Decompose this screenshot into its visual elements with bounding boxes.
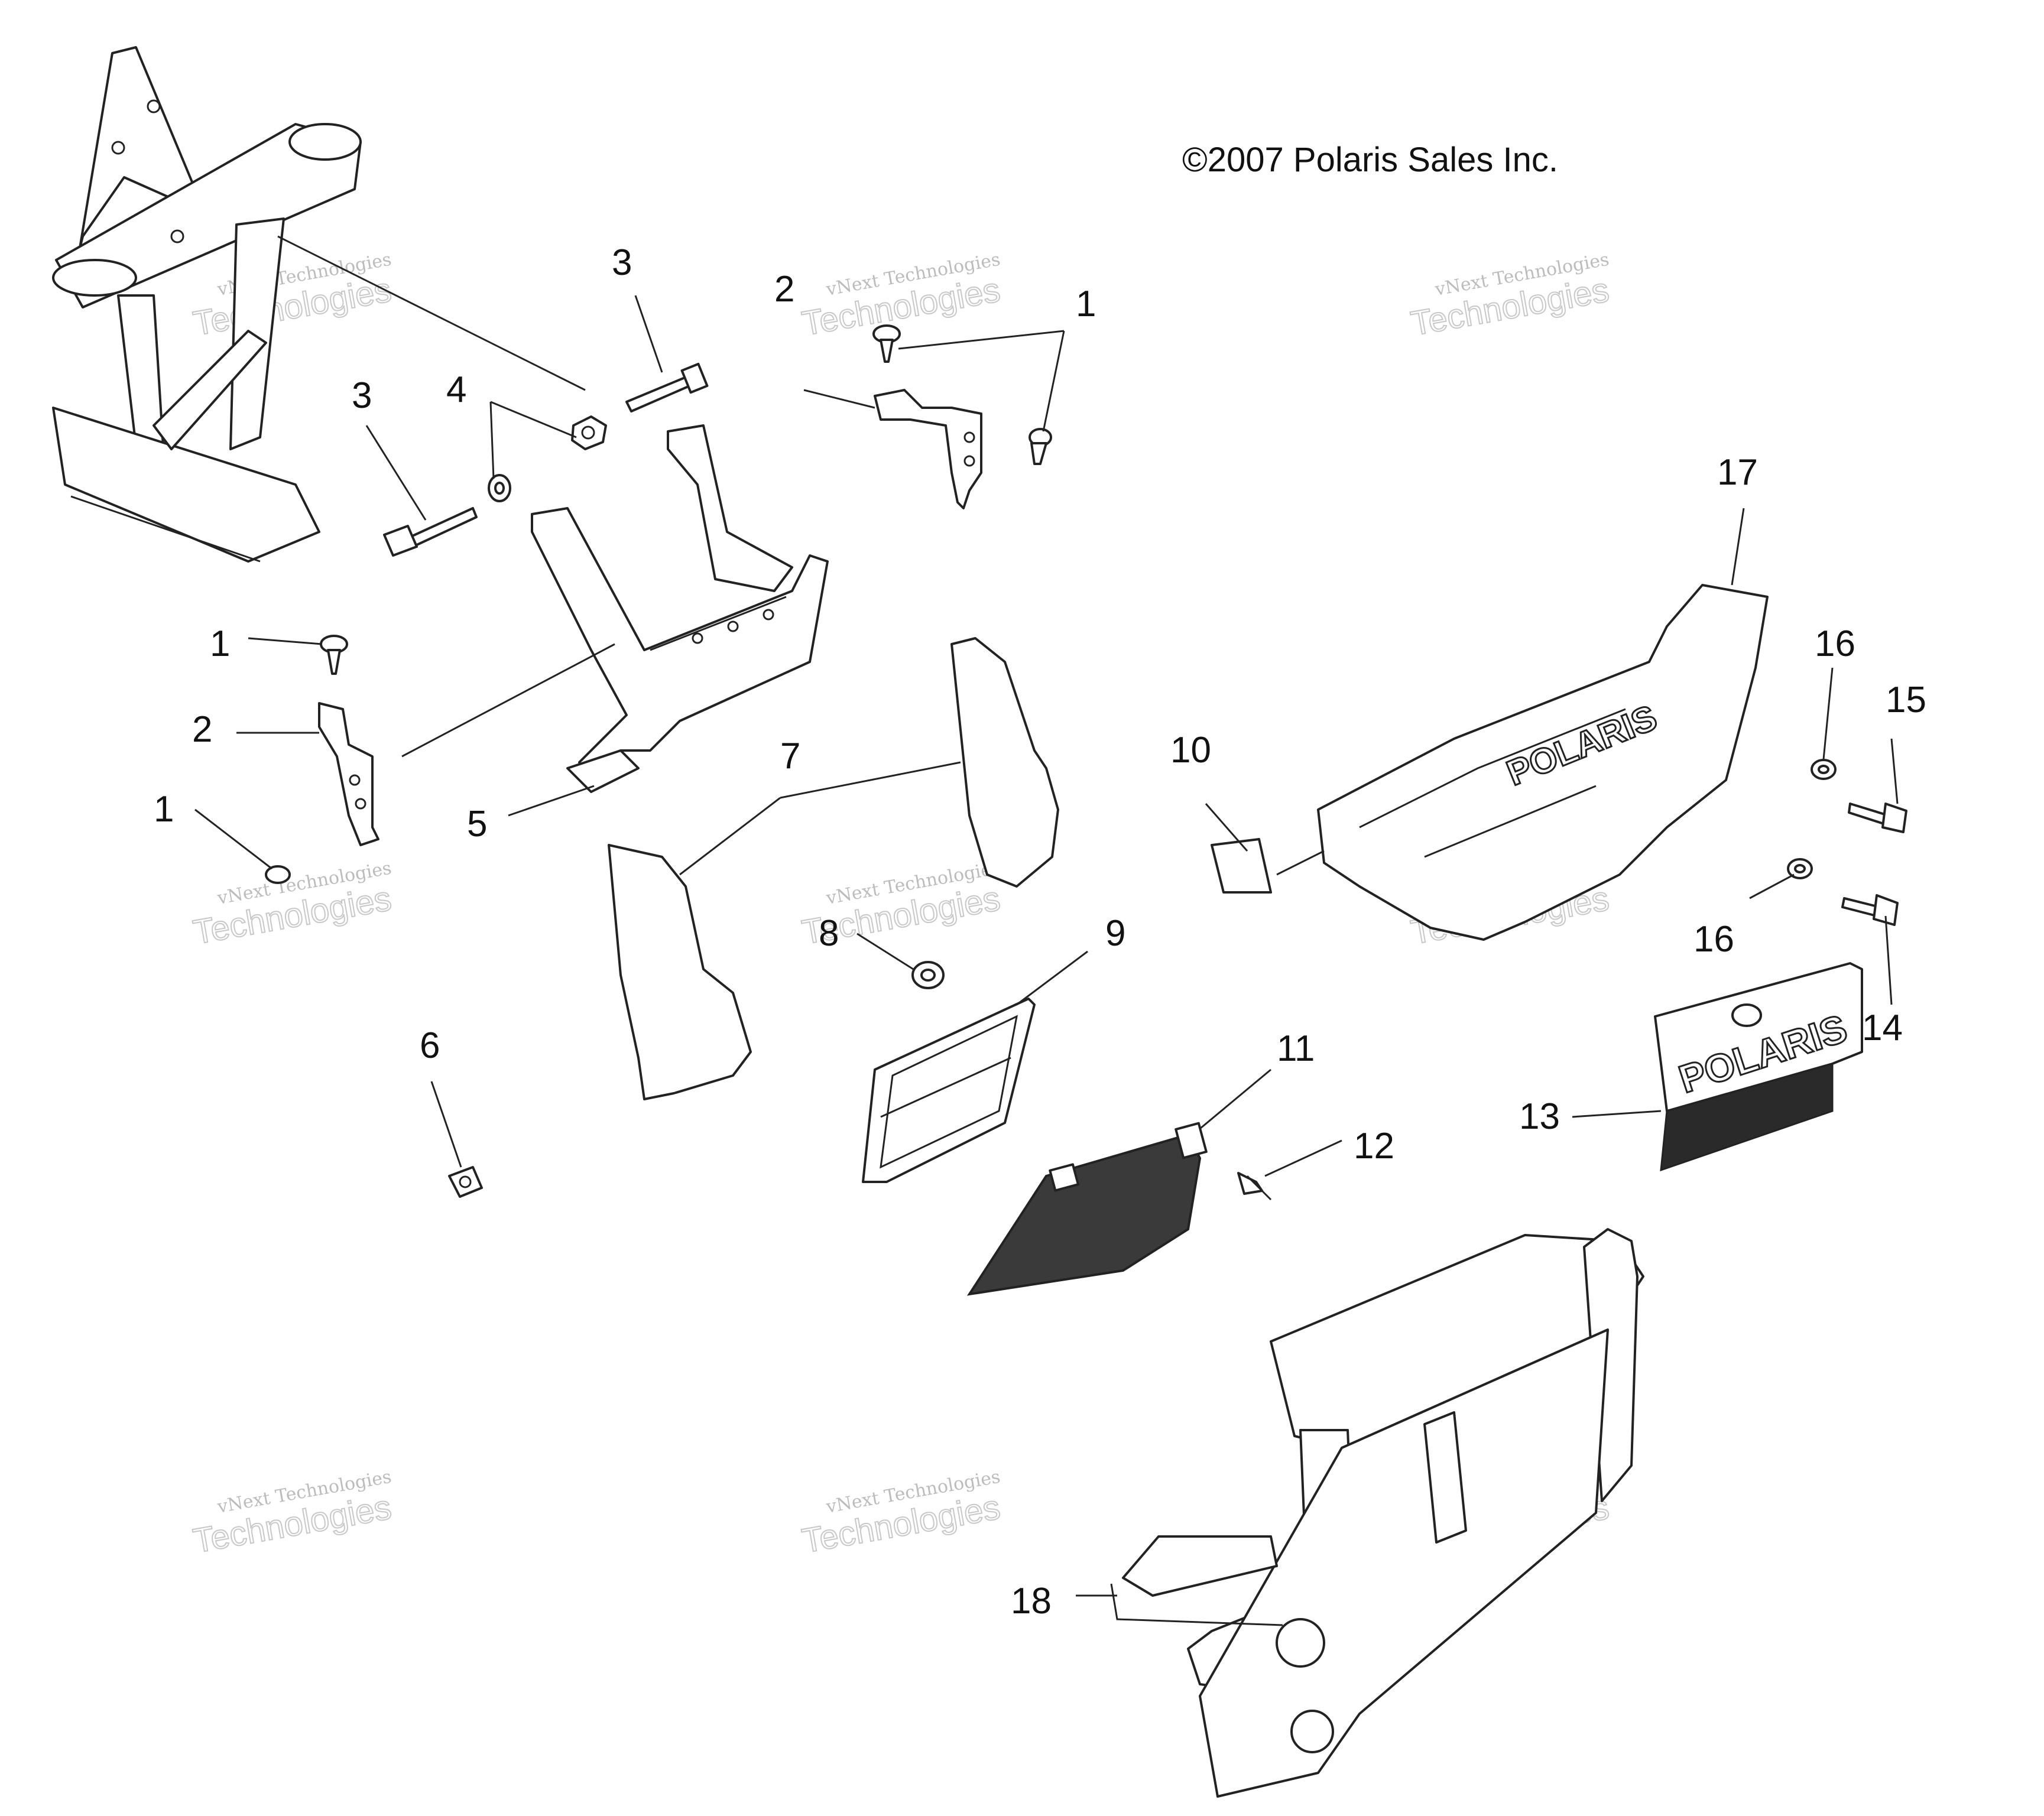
callout-16: 16 xyxy=(1815,623,1855,664)
front-cover: POLARIS xyxy=(1317,584,1769,941)
callout-1: 1 xyxy=(210,623,230,664)
push-rivet xyxy=(1029,428,1052,465)
callout-3: 3 xyxy=(612,242,632,283)
callout-2: 2 xyxy=(774,269,794,310)
watermark: vNext Technologies Technologies xyxy=(190,1467,395,1561)
callout-17: 17 xyxy=(1717,452,1758,493)
watermark: vNext Technologies Technologies xyxy=(1407,249,1613,344)
copyright-text: ©2007 Polaris Sales Inc. xyxy=(1182,141,1558,179)
vehicle-frame xyxy=(52,46,362,563)
callout-8: 8 xyxy=(819,913,839,954)
callout-7: 7 xyxy=(780,736,800,777)
push-rivet xyxy=(265,865,291,884)
watermark: vNext Technologies Technologies xyxy=(799,1467,1004,1561)
watermark: vNext Technologies Technologies xyxy=(799,249,1004,344)
push-rivet xyxy=(872,324,901,363)
brush-guard xyxy=(1110,1228,1644,1798)
front-bracket-frame xyxy=(531,424,829,793)
callout-3: 3 xyxy=(352,375,372,416)
callout-12: 12 xyxy=(1354,1126,1394,1167)
watermark: vNext Technologies Technologies xyxy=(190,249,395,344)
callout-5: 5 xyxy=(467,804,487,844)
callouts: 1 1 1 2 2 3 3 4 5 6 7 8 9 10 11 12 13 14… xyxy=(154,242,1926,1622)
callout-6: 6 xyxy=(420,1025,440,1066)
callout-16: 16 xyxy=(1693,919,1734,960)
splash-shields xyxy=(608,637,1059,1100)
callout-11: 11 xyxy=(1277,1028,1315,1069)
callout-9: 9 xyxy=(1105,913,1125,954)
push-rivet xyxy=(320,635,348,675)
callout-13: 13 xyxy=(1519,1096,1560,1137)
mounting-bracket-left xyxy=(318,702,379,846)
decal xyxy=(1211,838,1272,894)
callout-18: 18 xyxy=(1011,1581,1052,1622)
callout-1: 1 xyxy=(1076,284,1096,324)
callout-15: 15 xyxy=(1886,680,1926,720)
callout-4: 4 xyxy=(446,369,466,410)
grille-frame xyxy=(862,998,1036,1183)
callout-10: 10 xyxy=(1170,730,1211,771)
callout-14: 14 xyxy=(1862,1008,1903,1048)
mounting-bracket-top xyxy=(874,389,982,509)
leader-lines xyxy=(194,235,1899,1597)
front-nameplate: POLARIS xyxy=(1654,962,1863,1172)
callout-2: 2 xyxy=(192,709,212,750)
callout-1: 1 xyxy=(154,789,174,830)
mesh-screen xyxy=(966,1122,1208,1296)
watermark: vNext Technologies Technologies xyxy=(190,858,395,953)
fasteners xyxy=(265,324,1907,1201)
